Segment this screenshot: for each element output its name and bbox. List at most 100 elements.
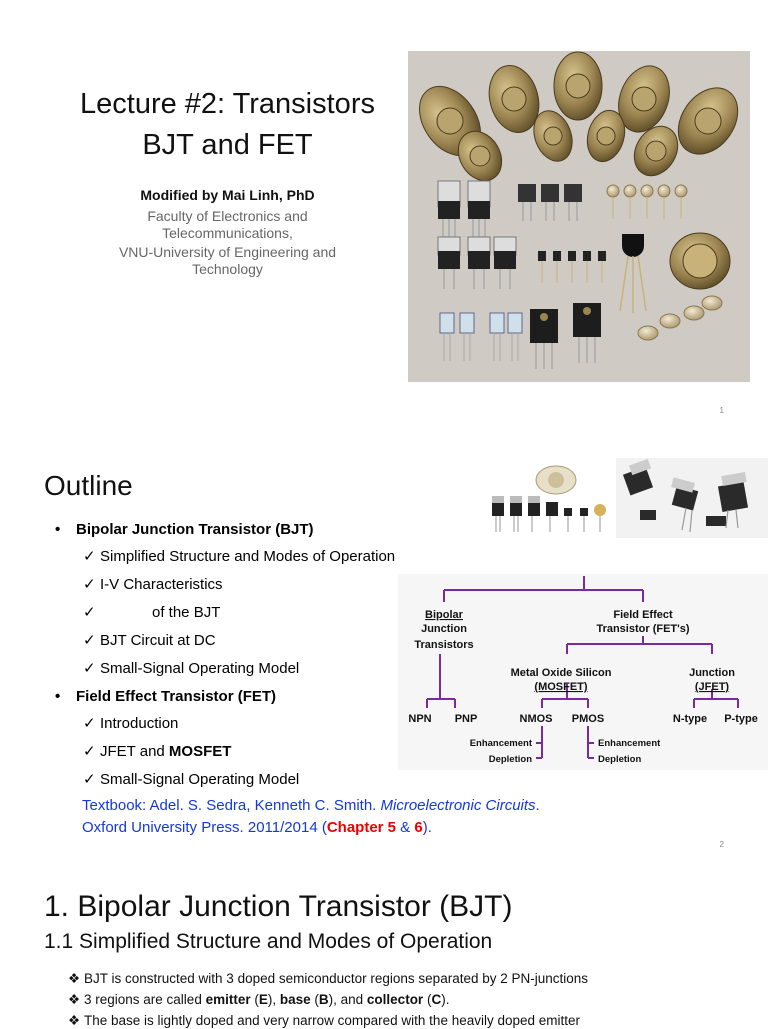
tree-pnp: PNP [455, 713, 478, 725]
transistors-photo [408, 51, 750, 382]
bullet-line: ❖The base is lightly doped and very narr… [68, 1013, 580, 1029]
tree-npn: NPN [408, 713, 431, 725]
tree-mos-line1: Metal Oxide Silicon [511, 667, 612, 679]
tree-ptype: P-type [724, 713, 758, 725]
diamond-bullet-icon: ❖ [68, 1013, 81, 1028]
slide1-title: Lecture #2: Transistors BJT and FET [40, 84, 415, 166]
outline-item-text: of the BJT [152, 604, 221, 621]
outline-item-text: Small-Signal Operating Model [100, 771, 300, 788]
textbook-reference: Textbook: Adel. S. Sedra, Kenneth C. Smi… [82, 795, 562, 839]
outline-section-bjt: • Bipolar Junction Transistor (BJT) [52, 516, 395, 543]
tree-enh-left: Enhancement [470, 738, 533, 749]
subsection-heading: 1.1 Simplified Structure and Modes of Op… [44, 930, 493, 953]
tree-bjt-line1: Bipolar [425, 609, 464, 621]
textbook-text: & [396, 819, 415, 836]
check-icon: ✓ [83, 771, 96, 788]
slide-3 [0, 860, 768, 1024]
outline-item: ✓ of the BJT [52, 599, 395, 627]
bullet-text: BJT is constructed with 3 doped semicond… [84, 971, 589, 986]
bullet-bold: collector [366, 992, 424, 1007]
bullet-text: The base is lightly doped and very narro… [84, 1013, 581, 1028]
outline-item: ✓BJT Circuit at DC [52, 627, 395, 655]
outline-item-bold: MOSFET [168, 743, 232, 760]
affiliation-line-2: Telecommunications, [162, 225, 293, 241]
outline-item-text: JFET and [100, 743, 169, 760]
check-icon: ✓ [83, 548, 96, 565]
tree-fet-line2: Transistor (FET's) [596, 623, 689, 635]
section-heading: 1. Bipolar Junction Transistor (BJT) [44, 890, 513, 923]
tree-jfet-line2: (JFET) [695, 681, 730, 693]
page-number: 1 [719, 406, 724, 415]
tree-nmos: NMOS [520, 713, 553, 725]
section-fet-label: Field Effect Transistor (FET) [76, 688, 277, 705]
outline-item-text: Introduction [100, 715, 179, 732]
outline-item-text: Small-Signal Operating Model [100, 660, 300, 677]
outline-item: ✓Small-Signal Operating Model [52, 655, 395, 683]
bullet-text: ( [310, 992, 319, 1007]
bullet-text: ). [441, 992, 450, 1007]
tree-bjt-line3: Transistors [414, 639, 473, 651]
outline-item: ✓JFET and MOSFET [52, 738, 395, 766]
tree-jfet-line1: Junction [689, 667, 735, 679]
tree-pmos: PMOS [572, 713, 604, 725]
transistor-classification-tree: Bipolar Junction Transistors Field Effec… [398, 574, 768, 770]
check-icon: ✓ [83, 604, 96, 621]
diamond-bullet-icon: ❖ [68, 992, 81, 1007]
tree-lines [426, 576, 739, 759]
textbook-text: . Oxford University Press. 2011/2014 ( [82, 797, 540, 836]
tree-bjt-line2: Junction [421, 623, 467, 635]
bullet-text: ( [423, 992, 432, 1007]
transistors-small-photo [486, 458, 616, 538]
outline-section-fet: • Field Effect Transistor (FET) [52, 683, 395, 710]
tree-fet-line1: Field Effect [613, 609, 673, 621]
bullet-icon: • [55, 521, 61, 538]
bullet-bold: B [318, 992, 329, 1007]
title-line-1: Lecture #2: Transistors [80, 88, 375, 120]
textbook-text: ). [422, 819, 432, 836]
section-bjt-label: Bipolar Junction Transistor (BJT) [76, 521, 314, 538]
tree-mos-line2: (MOSFET) [534, 681, 587, 693]
diamond-bullet-icon: ❖ [68, 971, 81, 986]
slide2-title: Outline [44, 470, 133, 501]
title-line-2: BJT and FET [142, 129, 313, 161]
check-icon: ✓ [83, 632, 96, 649]
bullet-text: 3 regions are called [84, 992, 206, 1007]
bullet-line: ❖BJT is constructed with 3 doped semicon… [68, 971, 588, 987]
textbook-chapter: Chapter 5 [326, 819, 397, 836]
check-icon: ✓ [83, 715, 96, 732]
textbook-title: Microelectronic Circuits [380, 797, 536, 814]
bullet-text: ), [267, 992, 280, 1007]
textbook-text: Textbook: Adel. S. Sedra, Kenneth C. Smi… [82, 797, 381, 814]
tree-enh-right: Enhancement [598, 738, 661, 749]
bullet-bold: E [258, 992, 268, 1007]
tree-dep-right: Depletion [598, 754, 641, 765]
check-icon: ✓ [83, 576, 96, 593]
bullet-icon: • [55, 688, 61, 705]
bullet-line: ❖3 regions are called emitter (E), base … [68, 992, 449, 1008]
outline-item: ✓I-V Characteristics [52, 571, 395, 599]
affiliation-line-1: Faculty of Electronics and [147, 208, 308, 224]
check-icon: ✓ [83, 660, 96, 677]
bullet-bold: emitter [205, 992, 251, 1007]
affiliation: Faculty of Electronics and Telecommunica… [40, 208, 415, 278]
outline-item: ✓Small-Signal Operating Model [52, 766, 395, 794]
page-number: 2 [719, 840, 724, 849]
outline-list: • Bipolar Junction Transistor (BJT) ✓Sim… [52, 516, 395, 794]
check-icon: ✓ [83, 743, 96, 760]
textbook-chapter: 6 [414, 819, 423, 836]
affiliation-line-3: VNU-University of Engineering and [118, 244, 337, 260]
author: Modified by Mai Linh, PhD [140, 187, 315, 203]
bullet-bold: base [279, 992, 311, 1007]
tree-ntype: N-type [673, 713, 707, 725]
tree-dep-left: Depletion [489, 754, 532, 765]
outline-item: ✓Simplified Structure and Modes of Opera… [52, 543, 395, 571]
outline-item: ✓Introduction [52, 710, 395, 738]
outline-item-text: BJT Circuit at DC [100, 632, 216, 649]
bullet-text: ( [250, 992, 259, 1007]
power-transistors-photo [616, 458, 768, 538]
outline-item-text: I-V Characteristics [100, 576, 223, 593]
bullet-bold: C [431, 992, 442, 1007]
outline-item-text: Simplified Structure and Modes of Operat… [100, 548, 396, 565]
bullet-text: ), and [328, 992, 367, 1007]
affiliation-line-4: Technology [192, 261, 263, 277]
